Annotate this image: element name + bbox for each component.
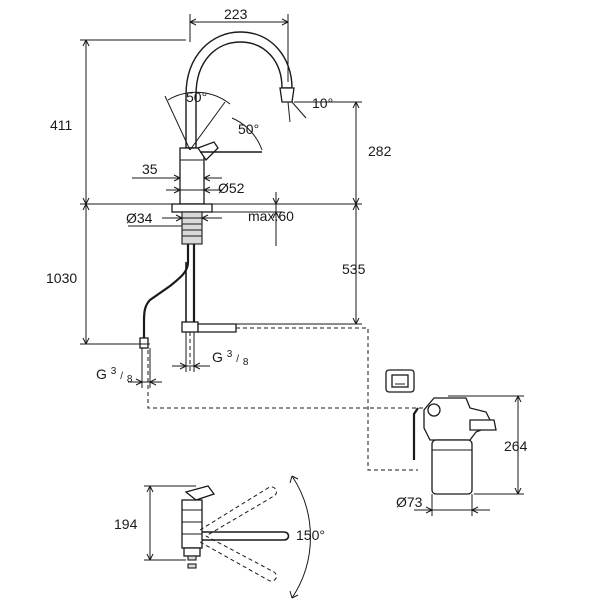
filter-cartridge	[431, 439, 473, 495]
faucet-base	[171, 203, 213, 213]
filter-unit: 264 Ø73	[385, 369, 528, 516]
lever-handle	[197, 141, 219, 162]
dim-filter-diameter: Ø73	[396, 494, 423, 510]
dim-hole-diameter: Ø34	[126, 210, 153, 226]
dim-spout-reach: 223	[224, 6, 248, 22]
dim-spout-tip-angle: 10°	[312, 95, 333, 111]
dim-lever-angle-right: 50°	[238, 121, 259, 137]
plan-view: 150° 194	[114, 475, 325, 599]
threaded-shank	[181, 211, 203, 245]
dim-spout-height: 282	[368, 143, 392, 159]
dim-plan-height: 194	[114, 516, 138, 532]
dim-filter-height: 264	[504, 438, 528, 454]
dim-body-diameter: Ø52	[218, 180, 245, 196]
filter-tube	[197, 323, 237, 333]
aerator	[279, 87, 295, 103]
plan-lever	[184, 485, 216, 501]
dimension-group-middle: 1030 535 G 3 / 8 G 3 / 8	[46, 203, 366, 388]
faucet-elevation	[84, 31, 428, 471]
dim-connection-left: G 3 / 8	[96, 361, 133, 385]
dim-lever-angle-left: 50°	[186, 89, 207, 105]
dim-counter-thickness: max.60	[248, 208, 294, 224]
dim-total-height: 411	[50, 117, 73, 133]
filter-supply-line	[236, 327, 418, 471]
dim-swivel-angle: 150°	[296, 527, 325, 543]
faucet-body	[179, 147, 205, 205]
dimension-group-top: 223 411 282 50° 50° 10° 35 Ø52	[50, 6, 392, 246]
plan-body	[181, 499, 203, 549]
dim-hose-below-counter: 535	[342, 261, 366, 277]
dim-hose-length: 1030	[46, 270, 77, 286]
dim-lever-offset: 35	[142, 161, 158, 177]
dim-connection-right: G 3 / 8	[212, 344, 249, 368]
